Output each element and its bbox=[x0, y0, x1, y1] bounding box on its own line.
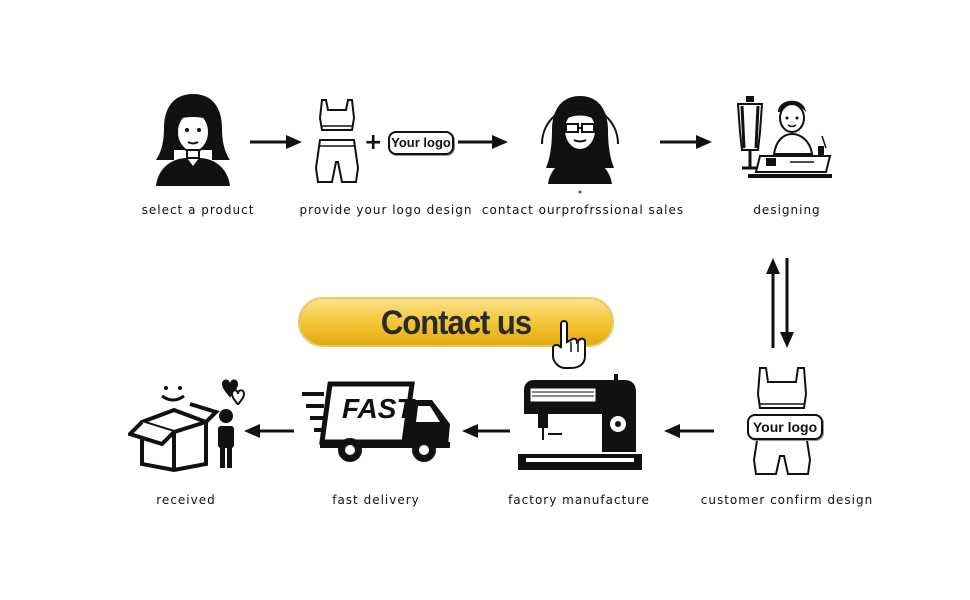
contact-us-label: Contact us bbox=[380, 303, 532, 342]
step-label-designing: designing bbox=[753, 203, 821, 217]
step-label-received: received bbox=[156, 493, 216, 507]
sewing-machine-icon bbox=[518, 370, 642, 472]
sportswear-icon bbox=[312, 98, 362, 186]
sales-woman-icon bbox=[534, 86, 626, 194]
woman-icon bbox=[150, 90, 236, 186]
arrow-left-icon bbox=[244, 423, 294, 443]
delivery-truck-icon bbox=[300, 380, 456, 466]
plus-icon: + bbox=[364, 130, 383, 155]
arrow-right-icon bbox=[660, 134, 712, 154]
logo-badge-text: Your logo bbox=[752, 419, 818, 435]
arrow-left-icon bbox=[462, 423, 510, 443]
step-label-customer-confirm: customer confirm design bbox=[700, 493, 874, 507]
step-label-factory: factory manufacture bbox=[508, 493, 650, 507]
step-label-select-product: select a product bbox=[141, 203, 255, 217]
arrow-right-icon bbox=[458, 134, 508, 154]
step-label-provide-logo: provide your logo design bbox=[299, 203, 473, 217]
step-label-contact-sales: contact ourprofrssional sales bbox=[481, 203, 685, 217]
pointer-hand-icon bbox=[549, 320, 589, 374]
logo-badge: Your logo bbox=[388, 131, 454, 155]
logo-badge: Your logo bbox=[747, 414, 823, 440]
truck-fast-text: FAST bbox=[342, 393, 414, 424]
logo-badge-text: Your logo bbox=[391, 135, 451, 150]
arrows-up-down-icon bbox=[764, 258, 796, 352]
box-person-icon bbox=[128, 374, 248, 472]
sportswear-logo-icon bbox=[746, 364, 818, 476]
designer-icon bbox=[730, 92, 836, 184]
arrow-left-icon bbox=[664, 423, 714, 443]
step-label-delivery: fast delivery bbox=[332, 493, 420, 507]
arrow-right-icon bbox=[250, 134, 302, 154]
